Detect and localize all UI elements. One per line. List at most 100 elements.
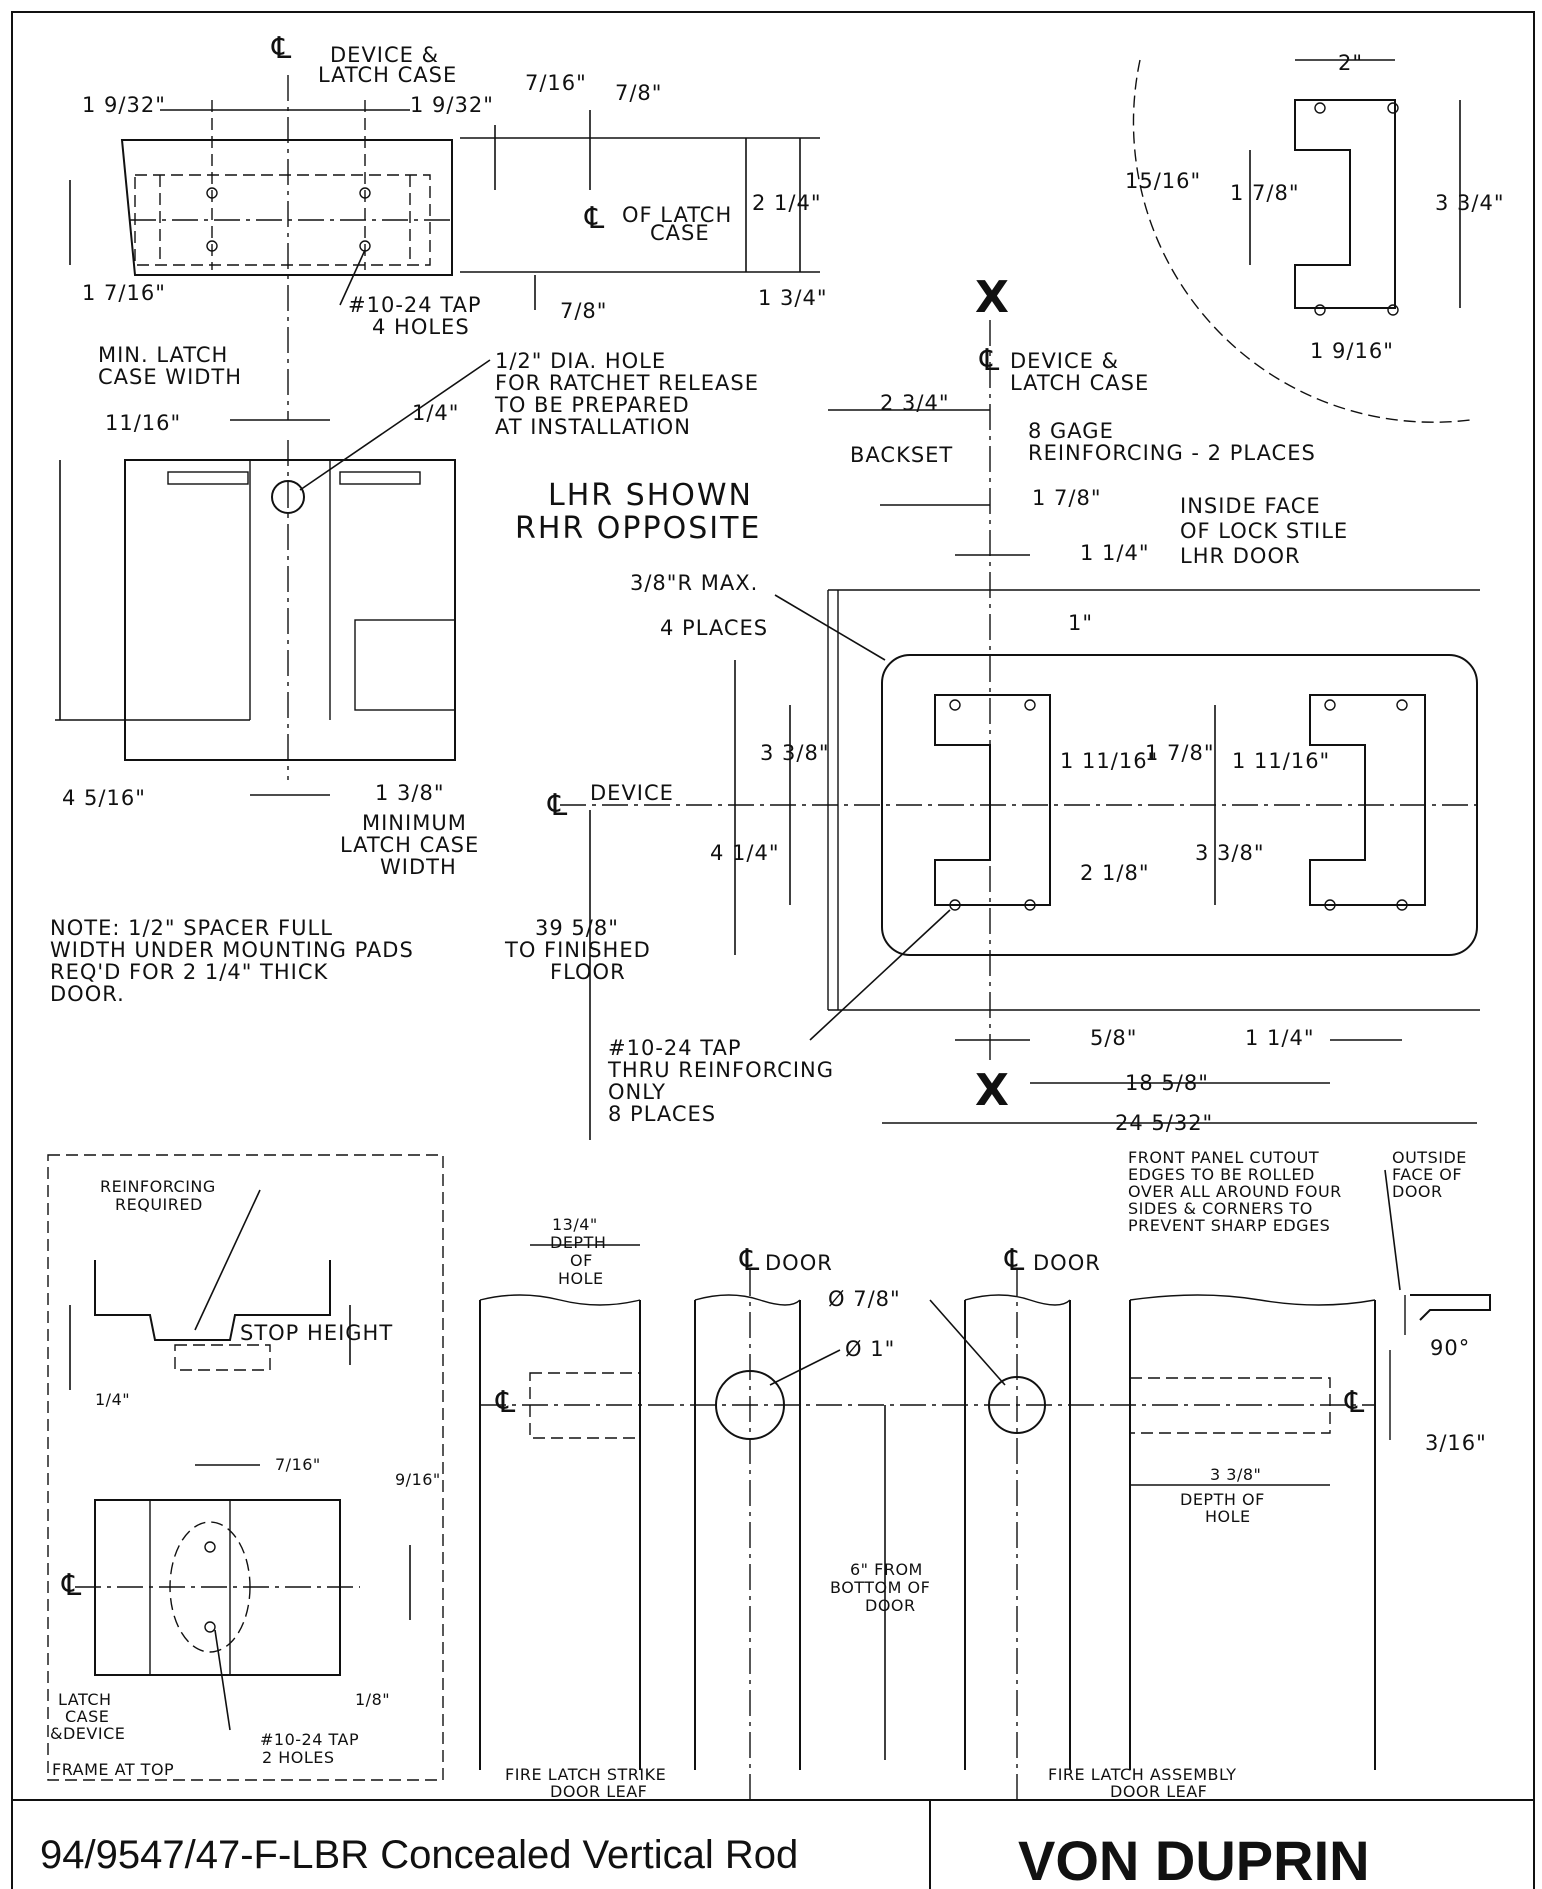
circle-dim-3-3-4: 3 3/4" xyxy=(1435,191,1505,215)
gage-1: 8 GAGE xyxy=(1028,419,1114,443)
leaf-edges xyxy=(964,1300,1071,1770)
reinforcing-left xyxy=(934,694,1051,906)
circle-dim-1-9-16: 1 9/16" xyxy=(1310,339,1394,363)
dim-1-9-32-right: 1 9/32" xyxy=(410,93,494,117)
cutout-detail: X X ℄ DEVICE & LATCH CASE 2 3/4" BACKSET… xyxy=(504,272,1480,1140)
reinforcing-2: REQUIRED xyxy=(115,1195,203,1214)
centerline-symbol: ℄ xyxy=(584,201,606,236)
dim-1-4: 1/4" xyxy=(95,1390,130,1409)
centerline-symbol: ℄ xyxy=(271,31,293,66)
section-mark-top: X xyxy=(975,272,1009,323)
hand-2: RHR OPPOSITE xyxy=(515,511,761,546)
backset: BACKSET xyxy=(850,443,953,467)
cl-device-2: LATCH CASE xyxy=(1010,371,1149,395)
latch-1: LATCH xyxy=(58,1690,112,1709)
dim-7-8-top: 7/8" xyxy=(615,81,662,105)
min-latch-case-width: MIN. LATCH xyxy=(98,343,228,367)
dim-7-16: 7/16" xyxy=(275,1455,321,1474)
dim-3-16: 3/16" xyxy=(1425,1431,1487,1455)
depth-4: HOLE xyxy=(558,1269,604,1288)
strike-leaf-edges xyxy=(479,1300,641,1770)
hole-note-2: FOR RATCHET RELEASE xyxy=(495,371,759,395)
dim-1-7-16: 1 7/16" xyxy=(82,281,166,305)
dim-3-3-8-left: 3 3/8" xyxy=(760,741,830,765)
note-3: REQ'D FOR 2 1/4" THICK xyxy=(50,960,329,984)
centerline-symbol: ℄ xyxy=(495,1385,517,1420)
cl-door-1: DOOR xyxy=(765,1251,833,1275)
depth-3: OF xyxy=(570,1251,593,1270)
depth-hole-dim: 3 3/8" xyxy=(1210,1465,1261,1484)
depth-hole-2: HOLE xyxy=(1205,1507,1251,1526)
detail-circle xyxy=(1132,59,1471,423)
hole-note-3: TO BE PREPARED xyxy=(494,393,690,417)
latch-2: CASE xyxy=(65,1707,109,1726)
panel-3: OVER ALL AROUND FOUR xyxy=(1128,1182,1342,1201)
cl-door-2: DOOR xyxy=(1033,1251,1101,1275)
circle-dim-2: 2" xyxy=(1338,51,1363,75)
panel-2: EDGES TO BE ROLLED xyxy=(1128,1165,1315,1184)
stop-height: STOP HEIGHT xyxy=(240,1321,393,1345)
radius-1: 3/8"R MAX. xyxy=(630,571,758,595)
hole-note-4: AT INSTALLATION xyxy=(495,415,691,439)
strike-1: FIRE LATCH STRIKE xyxy=(505,1765,666,1784)
dim-2-1-8: 2 1/8" xyxy=(1080,861,1150,885)
frame-at-top-detail: REINFORCING REQUIRED STOP HEIGHT 1/4" ℄ … xyxy=(47,1154,444,1781)
dim-4-1-4: 4 1/4" xyxy=(710,841,780,865)
dim-1-9-32-left: 1 9/32" xyxy=(82,93,166,117)
floor-2: TO FINISHED xyxy=(504,938,651,962)
latch-case-side-detail: 1/2" DIA. HOLE FOR RATCHET RELEASE TO BE… xyxy=(50,349,759,1006)
ratchet-release-hole xyxy=(271,480,305,514)
dim-1-1-4-bottom: 1 1/4" xyxy=(1245,1026,1315,1050)
dim-5-8: 5/8" xyxy=(1090,1026,1137,1050)
depth-2: DEPTH xyxy=(550,1233,606,1252)
assembly-1: FIRE LATCH ASSEMBLY xyxy=(1048,1765,1237,1784)
centerline-symbol: ℄ xyxy=(979,343,1001,378)
outside-1: OUTSIDE xyxy=(1392,1148,1467,1167)
dim-11-16: 11/16" xyxy=(105,411,181,435)
dim-2-1-4: 2 1/4" xyxy=(752,191,822,215)
hand-1: LHR SHOWN xyxy=(548,478,753,513)
inside-face-3: LHR DOOR xyxy=(1180,544,1301,568)
dim-1-4: 1/4" xyxy=(412,401,459,425)
assembly-2: DOOR LEAF xyxy=(1110,1782,1207,1801)
cl-device-1: DEVICE & xyxy=(1010,349,1119,373)
gage-2: REINFORCING - 2 PLACES xyxy=(1028,441,1316,465)
radius-2: 4 PLACES xyxy=(660,616,768,640)
cl-device-latch-case: DEVICE & xyxy=(330,43,439,67)
dim-1-7-8-b: 1 7/8" xyxy=(1145,741,1215,765)
dia-1: Ø 1" xyxy=(845,1337,895,1361)
centerline-symbol: ℄ xyxy=(1344,1385,1366,1420)
cl-device-label: DEVICE xyxy=(590,781,674,805)
leaf-edges xyxy=(694,1300,801,1770)
reinforcing-right xyxy=(1309,694,1426,906)
dim-1-8: 1/8" xyxy=(355,1690,390,1709)
frame-at-top: FRAME AT TOP xyxy=(52,1760,174,1779)
dim-1-7-8: 1 7/8" xyxy=(1032,486,1102,510)
min-latch-case-width-2: CASE WIDTH xyxy=(98,365,242,389)
latch-3: &DEVICE xyxy=(50,1724,125,1743)
dim-4-5-16: 4 5/16" xyxy=(62,786,146,810)
note-4: DOOR. xyxy=(50,982,125,1006)
reinforcing-circle-detail: 2" 15/16" 1 7/8" 3 3/4" 1 9/16" xyxy=(1125,51,1505,423)
note-2: WIDTH UNDER MOUNTING PADS xyxy=(50,938,414,962)
assembly-leaf-edges xyxy=(1129,1300,1376,1770)
tap-label: #10-24 TAP xyxy=(348,293,482,317)
reinforcing-plate xyxy=(1294,99,1396,309)
centerline-symbol: ℄ xyxy=(61,1568,83,1603)
inside-face-1: INSIDE FACE xyxy=(1180,494,1321,518)
dim-3-3-8-right: 3 3/8" xyxy=(1195,841,1265,865)
thru-4: 8 PLACES xyxy=(608,1102,716,1126)
six-3: DOOR xyxy=(865,1596,916,1615)
dim-7-16: 7/16" xyxy=(525,71,587,95)
dim-1-1-4-top: 1 1/4" xyxy=(1080,541,1150,565)
dim-1-3-4: 1 3/4" xyxy=(758,286,828,310)
dim-1-3-8: 1 3/8" xyxy=(375,781,445,805)
hole-note-1: 1/2" DIA. HOLE xyxy=(495,349,666,373)
note-1: NOTE: 1/2" SPACER FULL xyxy=(50,916,333,940)
circle-dim-15-16: 15/16" xyxy=(1125,169,1201,193)
dim-1-11-16-b: 1 11/16" xyxy=(1232,749,1330,773)
floor-1: 39 5/8" xyxy=(535,916,619,940)
min-width-3: WIDTH xyxy=(380,855,457,879)
dim-7-8-bottom: 7/8" xyxy=(560,299,607,323)
